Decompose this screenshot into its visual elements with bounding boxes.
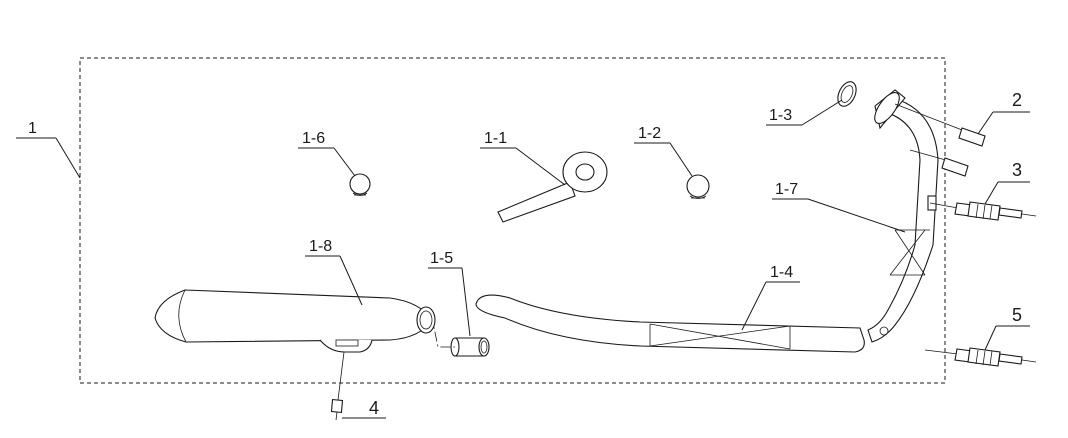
callout-3: 3 xyxy=(984,160,1030,205)
gasket xyxy=(837,81,857,107)
clamp-left xyxy=(349,173,371,196)
callout-1-4: 1-4 xyxy=(741,264,800,331)
callout-2: 2 xyxy=(977,90,1030,135)
bolts xyxy=(894,103,986,177)
callout-1-2: 1-2 xyxy=(634,125,693,177)
label-1-4: 1-4 xyxy=(770,264,793,281)
label-3: 3 xyxy=(1012,160,1022,180)
callout-1-7: 1-7 xyxy=(772,181,906,233)
label-1-7: 1-7 xyxy=(775,181,798,198)
clamp-right xyxy=(686,174,710,199)
sensor-lower xyxy=(924,347,1037,367)
callout-4: 4 xyxy=(342,398,386,419)
label-4: 4 xyxy=(369,398,379,418)
label-1-8: 1-8 xyxy=(309,238,332,255)
label-1: 1 xyxy=(28,120,37,137)
label-1-5: 1-5 xyxy=(430,250,453,267)
label-1-1: 1-1 xyxy=(484,130,507,147)
connector-sleeve xyxy=(450,337,490,357)
callout-1-5: 1-5 xyxy=(428,250,471,337)
label-1-2: 1-2 xyxy=(638,125,661,142)
callout-1-8: 1-8 xyxy=(305,238,363,306)
label-5: 5 xyxy=(1012,305,1022,325)
screw xyxy=(330,351,345,421)
callout-1-3: 1-3 xyxy=(766,99,843,126)
sensor-upper xyxy=(929,201,1037,221)
label-1-6: 1-6 xyxy=(302,130,325,147)
callout-1-6: 1-6 xyxy=(298,130,356,177)
muffler xyxy=(154,289,436,353)
label-2: 2 xyxy=(1012,90,1022,110)
callout-1: 1 xyxy=(16,120,81,179)
callout-5: 5 xyxy=(984,305,1030,351)
header-pipe xyxy=(475,294,865,353)
front-pipe xyxy=(867,89,939,343)
heat-wrap xyxy=(497,151,608,223)
label-1-3: 1-3 xyxy=(769,107,792,124)
callout-1-1: 1-1 xyxy=(480,130,566,186)
